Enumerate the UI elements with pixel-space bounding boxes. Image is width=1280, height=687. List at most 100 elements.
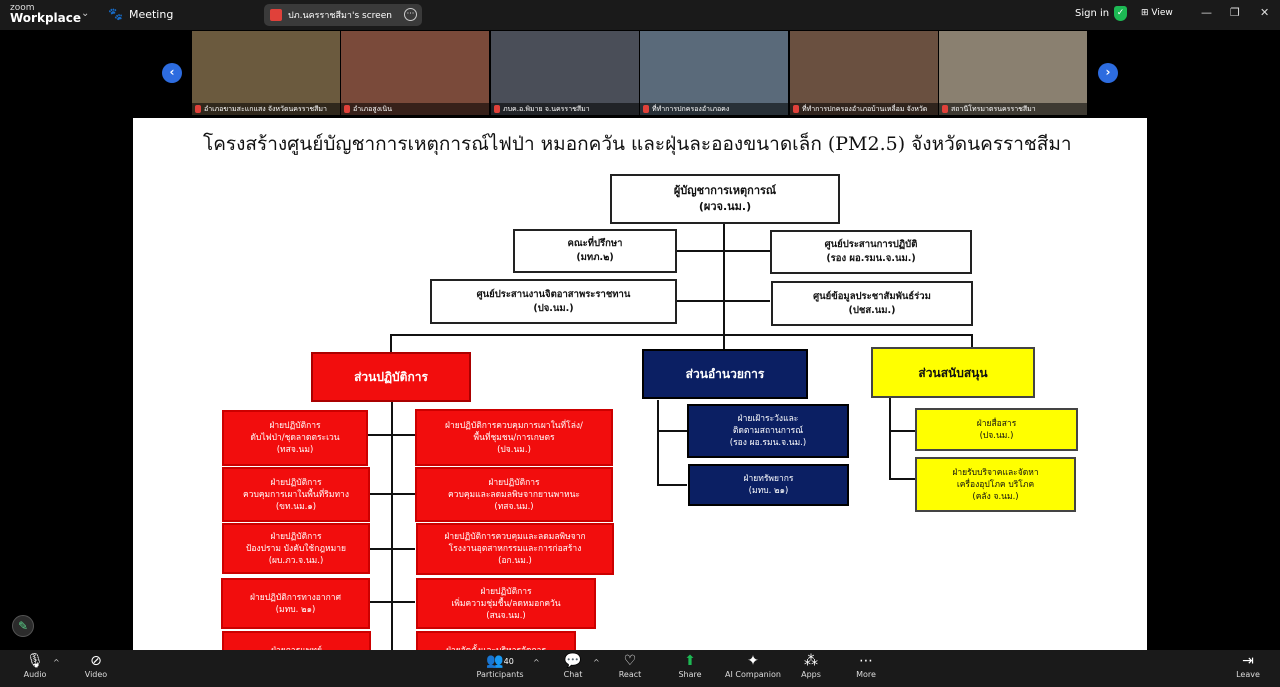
- pr-center-box: ศูนย์ข้อมูลประชาสัมพันธ์ร่วม (ปชส.นม.): [771, 281, 973, 326]
- support-section-label: ส่วนสนับสนุน: [918, 365, 988, 380]
- unit-text-line: ฝ่ายปฏิบัติการควบคุมการเผาในที่โล่ง/: [445, 420, 583, 431]
- participant-tile[interactable]: ที่ทำการปกครองอำเภอคง: [640, 31, 788, 115]
- unit-text-line: โรงงานอุตสาหกรรมและการก่อสร้าง: [448, 544, 582, 554]
- close-icon[interactable]: ✕: [1260, 6, 1270, 19]
- audio-button[interactable]: 🎙Audio: [5, 653, 65, 679]
- meeting-menu[interactable]: 🐾 Meeting: [108, 7, 173, 21]
- volunteer-coord-line2: (ปจ.นม.): [533, 302, 574, 314]
- participant-tile[interactable]: ภบค.อ.พิมาย จ.นครราชสีมา: [491, 31, 639, 115]
- unit-text-line: (ปจ.นม.): [497, 444, 531, 455]
- volunteer-coord-line1: ศูนย์ประสานงานจิตอาสาพระราชทาน: [476, 288, 631, 300]
- muted-mic-icon: [344, 105, 350, 113]
- admin-section-label: ส่วนอำนวยการ: [685, 367, 765, 381]
- unit-text-line: ฝ่ายรับบริจาคและจัดหา: [952, 467, 1039, 478]
- participant-name: สถานีโทรมาตรนครราชสีมา: [939, 103, 1087, 115]
- participant-tile[interactable]: อำเภอขามสะแกแสง จังหวัดนครราชสีมา: [192, 31, 340, 115]
- view-label: View: [1151, 8, 1173, 18]
- apps-button[interactable]: ⁂Apps: [781, 653, 841, 679]
- unit-text-line: ควบคุมการเผาในพื้นที่ริมทาง: [243, 489, 349, 500]
- connector-line: [676, 250, 770, 252]
- audio-options-caret-icon[interactable]: ^: [53, 658, 60, 667]
- restore-icon[interactable]: ❐: [1230, 6, 1240, 19]
- participant-tile[interactable]: สถานีโทรมาตรนครราชสีมา: [939, 31, 1087, 115]
- video-button[interactable]: ⊘Video: [66, 653, 126, 679]
- ops-section-label: ส่วนปฏิบัติการ: [354, 370, 428, 384]
- unit-text-line: ฝ่ายทรัพยากร: [743, 474, 794, 484]
- unit-text-line: เครื่องอุปโภค บริโภค: [956, 479, 1035, 490]
- unit-text-line: (รอง ผอ.รมน.จ.นม.): [729, 438, 807, 448]
- unit-text-line: (มทบ. ๒๑): [748, 486, 789, 496]
- prev-page-icon[interactable]: ‹: [162, 63, 182, 83]
- participant-tile[interactable]: ที่ทำการปกครองอำเภอบ้านเหลื่อม จังหวัด: [790, 31, 938, 115]
- ops-unit-box: ฝ่ายปฏิบัติการควบคุมการเผาในพื้นที่ริมทา…: [222, 467, 370, 522]
- unit-text-line: ฝ่ายปฏิบัติการ: [270, 477, 322, 488]
- muted-mic-icon: [195, 105, 201, 113]
- shield-icon[interactable]: ✓: [1114, 6, 1127, 21]
- connector-line: [391, 402, 393, 650]
- connector-line: [390, 334, 392, 354]
- chat-caret-icon[interactable]: ^: [593, 658, 600, 667]
- ai-companion-button[interactable]: ✦AI Companion: [723, 653, 783, 679]
- unit-text-line: (ปจ.นม.): [979, 430, 1014, 441]
- microphone-icon: 🎙: [26, 653, 44, 669]
- chat-label: Chat: [563, 670, 583, 679]
- operations-coord-line2: (รอง ผอ.รมน.จ.นม.): [826, 253, 916, 264]
- apps-label: Apps: [801, 670, 821, 679]
- logo-line1: zoom: [10, 3, 35, 13]
- heart-icon: ♡: [623, 653, 637, 669]
- ops-unit-box: ฝ่ายปฏิบัติการดับไฟป่า/ชุดลาดตระเวน(ทสจ.…: [222, 410, 368, 466]
- more-options-icon[interactable]: ···: [404, 8, 417, 21]
- operations-coord-line1: ศูนย์ประสานการปฏิบัติ: [824, 239, 918, 250]
- meeting-toolbar: [0, 650, 1280, 687]
- ops-section-box: ส่วนปฏิบัติการ: [311, 352, 471, 402]
- more-button[interactable]: ⋯More: [836, 653, 896, 679]
- meeting-label: Meeting: [128, 7, 174, 21]
- connector-line: [367, 601, 415, 603]
- commander-box: ผู้บัญชาการเหตุการณ์ (ผวจ.นม.): [610, 174, 840, 224]
- unit-text-line: (ทสจ.นม.): [494, 501, 534, 512]
- advisors-line2: (มทภ.๒): [576, 252, 614, 263]
- participant-tile[interactable]: อำเภอสูงเนิน: [341, 31, 489, 115]
- unit-text-line: (ขท.นม.๑): [275, 501, 317, 512]
- participants-caret-icon[interactable]: ^: [533, 658, 540, 667]
- unit-text-line: ฝ่ายเฝ้าระวังและ: [737, 414, 799, 424]
- unit-text-line: เพิ่มความชุ่มชื้น/ลดหมอกควัน: [451, 598, 561, 609]
- chevron-down-icon[interactable]: ⌄: [81, 8, 90, 19]
- unit-text-line: ฝ่ายปฏิบัติการควบคุมและลดมลพิษจาก: [444, 532, 586, 542]
- ops-unit-box: ฝ่ายปฏิบัติการควบคุมการเผาในที่โล่ง/พื้น…: [415, 409, 613, 466]
- view-menu[interactable]: ⊞ View: [1141, 8, 1173, 18]
- ops-unit-box: ฝ่ายปฏิบัติการเพิ่มความชุ่มชื้น/ลดหมอกคว…: [416, 578, 596, 629]
- next-page-icon[interactable]: ›: [1098, 63, 1118, 83]
- screen-share-pill[interactable]: ปภ.นครราชสีมา's screen ···: [264, 4, 422, 26]
- more-label: More: [856, 670, 876, 679]
- unit-text-line: ฝ่ายการแพทย์: [271, 645, 322, 650]
- advisors-box: คณะที่ปรึกษา (มทภ.๒): [513, 229, 677, 273]
- muted-mic-icon: [643, 105, 649, 113]
- ops-unit-box: ฝ่ายปฏิบัติการทางอากาศ(มทบ. ๒๑): [221, 578, 370, 629]
- paw-icon: 🐾: [108, 7, 123, 21]
- react-button[interactable]: ♡React: [600, 653, 660, 679]
- chat-button[interactable]: 💬Chat: [543, 653, 603, 679]
- video-label: Video: [84, 670, 108, 679]
- leave-button[interactable]: ⇥Leave: [1218, 653, 1278, 679]
- connector-line: [723, 222, 725, 350]
- ops-unit-box: ฝ่ายจัดตั้งและบริหารจัดการ: [416, 631, 576, 650]
- minimize-icon[interactable]: —: [1201, 6, 1212, 19]
- connector-line: [367, 434, 415, 436]
- participant-name: ที่ทำการปกครองอำเภอคง: [640, 103, 788, 115]
- unit-text-line: ฝ่ายจัดตั้งและบริหารจัดการ: [446, 645, 546, 650]
- operations-coord-box: ศูนย์ประสานการปฏิบัติ (รอง ผอ.รมน.จ.นม.): [770, 230, 972, 274]
- logo-line2: Workplace: [10, 11, 82, 25]
- unit-text-line: ฝ่ายสื่อสาร: [976, 418, 1017, 429]
- share-arrow-icon: ⬆: [684, 653, 696, 669]
- sparkle-icon: ✦: [747, 653, 759, 669]
- sign-in-link[interactable]: Sign in: [1075, 8, 1110, 19]
- share-button[interactable]: ⬆Share: [660, 653, 720, 679]
- unit-text-line: ฝ่ายปฏิบัติการ: [270, 531, 322, 542]
- leave-label: Leave: [1236, 670, 1260, 679]
- connector-line: [723, 334, 725, 350]
- unit-text-line: ป้องปราม บังคับใช้กฎหมาย: [245, 543, 347, 554]
- annotate-pencil-icon[interactable]: ✎: [12, 615, 34, 637]
- pr-center-line1: ศูนย์ข้อมูลประชาสัมพันธ์ร่วม: [813, 290, 931, 302]
